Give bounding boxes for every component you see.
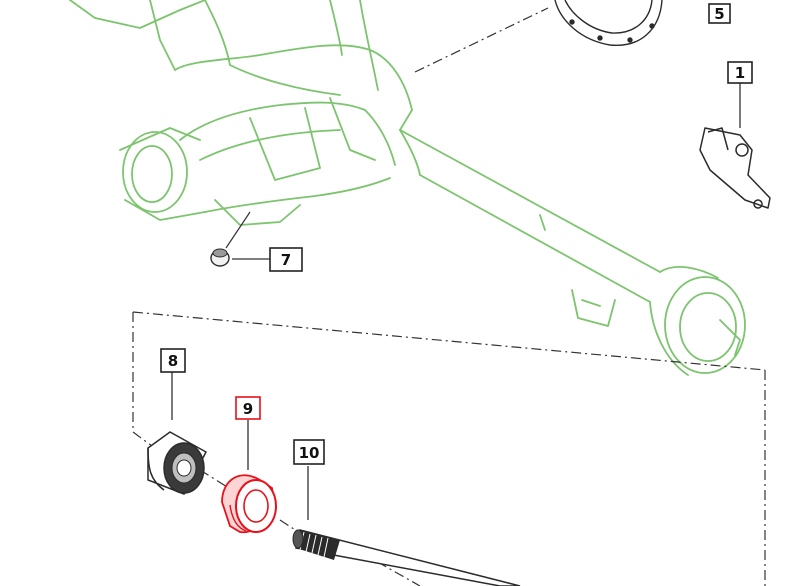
oil-seal-ring-part[interactable] [221, 474, 277, 533]
assembly-centerline [132, 311, 766, 586]
callout-1[interactable]: 1 [727, 61, 753, 84]
callout-7[interactable]: 7 [269, 247, 303, 272]
axle-shaft-part[interactable] [292, 529, 521, 586]
callout-8[interactable]: 8 [160, 348, 186, 373]
callout-7-label: 7 [281, 251, 291, 269]
callout-1-label: 1 [735, 64, 745, 82]
housing-cover-leader [414, 7, 549, 73]
axle-housing[interactable] [69, 0, 746, 376]
callout-9-label: 9 [243, 400, 253, 418]
callout-10-label: 10 [299, 444, 320, 462]
callout-9[interactable]: 9 [235, 396, 261, 420]
callout-5[interactable]: 5 [708, 3, 731, 24]
callout-5-label: 5 [714, 5, 724, 23]
leader-7-housing [225, 211, 251, 249]
diff-cover-plate[interactable] [554, 0, 663, 46]
callout-10[interactable]: 10 [293, 439, 325, 465]
vent-plug-part[interactable] [210, 248, 230, 267]
bracket-part[interactable] [699, 127, 771, 209]
seal-bearing-part[interactable] [147, 431, 208, 495]
callout-8-label: 8 [168, 352, 178, 370]
